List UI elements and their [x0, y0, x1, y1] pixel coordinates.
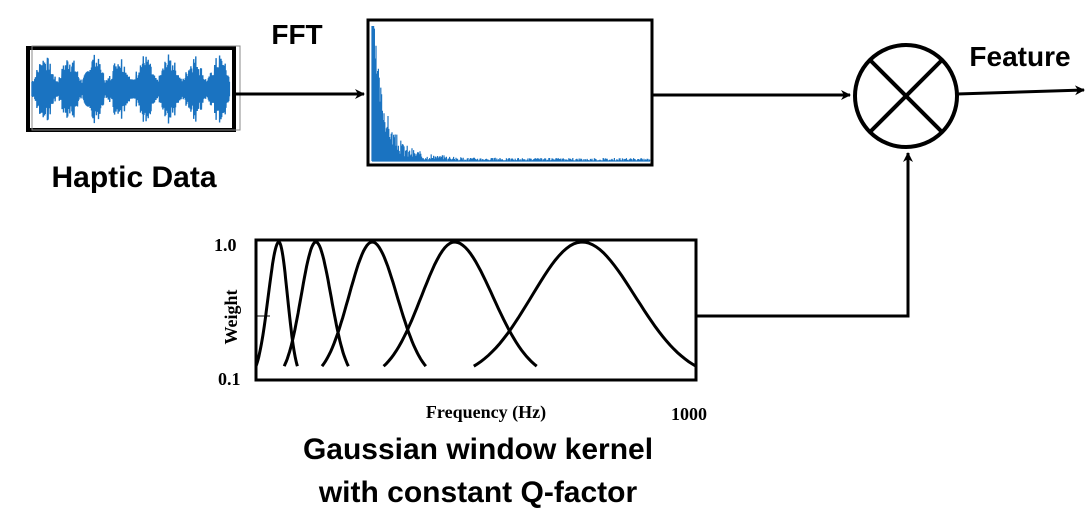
gaussian-window-3 [320, 240, 427, 368]
arrow-to-feature [956, 85, 1085, 96]
kernel-caption-line2: with constant Q-factor [318, 476, 638, 509]
kernel-x-tick-right: 1000 [671, 404, 707, 424]
fft-label: FFT [271, 19, 322, 50]
kernel-curves [254, 240, 697, 368]
gaussian-window-4 [382, 240, 538, 368]
kernel-x-axis-label: Frequency (Hz) [426, 402, 546, 423]
haptic-waveform [31, 54, 231, 124]
haptic-data-label: Haptic Data [51, 161, 216, 194]
fft-spectrum [371, 26, 651, 161]
fft-spectrum-frame [366, 18, 654, 167]
circled-times-icon [853, 43, 959, 149]
haptic-data-block [26, 45, 241, 132]
gaussian-window-5 [473, 240, 697, 368]
kernel-caption-line1: Gaussian window kernel [303, 433, 653, 466]
kernel-y-tick-top: 1.0 [214, 235, 237, 255]
arrow-kernel-to-multiplier [696, 152, 913, 318]
kernel-y-tick-bottom: 0.1 [218, 369, 241, 389]
feature-label: Feature [969, 41, 1070, 72]
kernel-y-axis-label: Weight [221, 289, 241, 344]
gaussian-window-1 [254, 240, 299, 367]
kernel-plot [254, 238, 698, 382]
fft-block [366, 18, 654, 167]
